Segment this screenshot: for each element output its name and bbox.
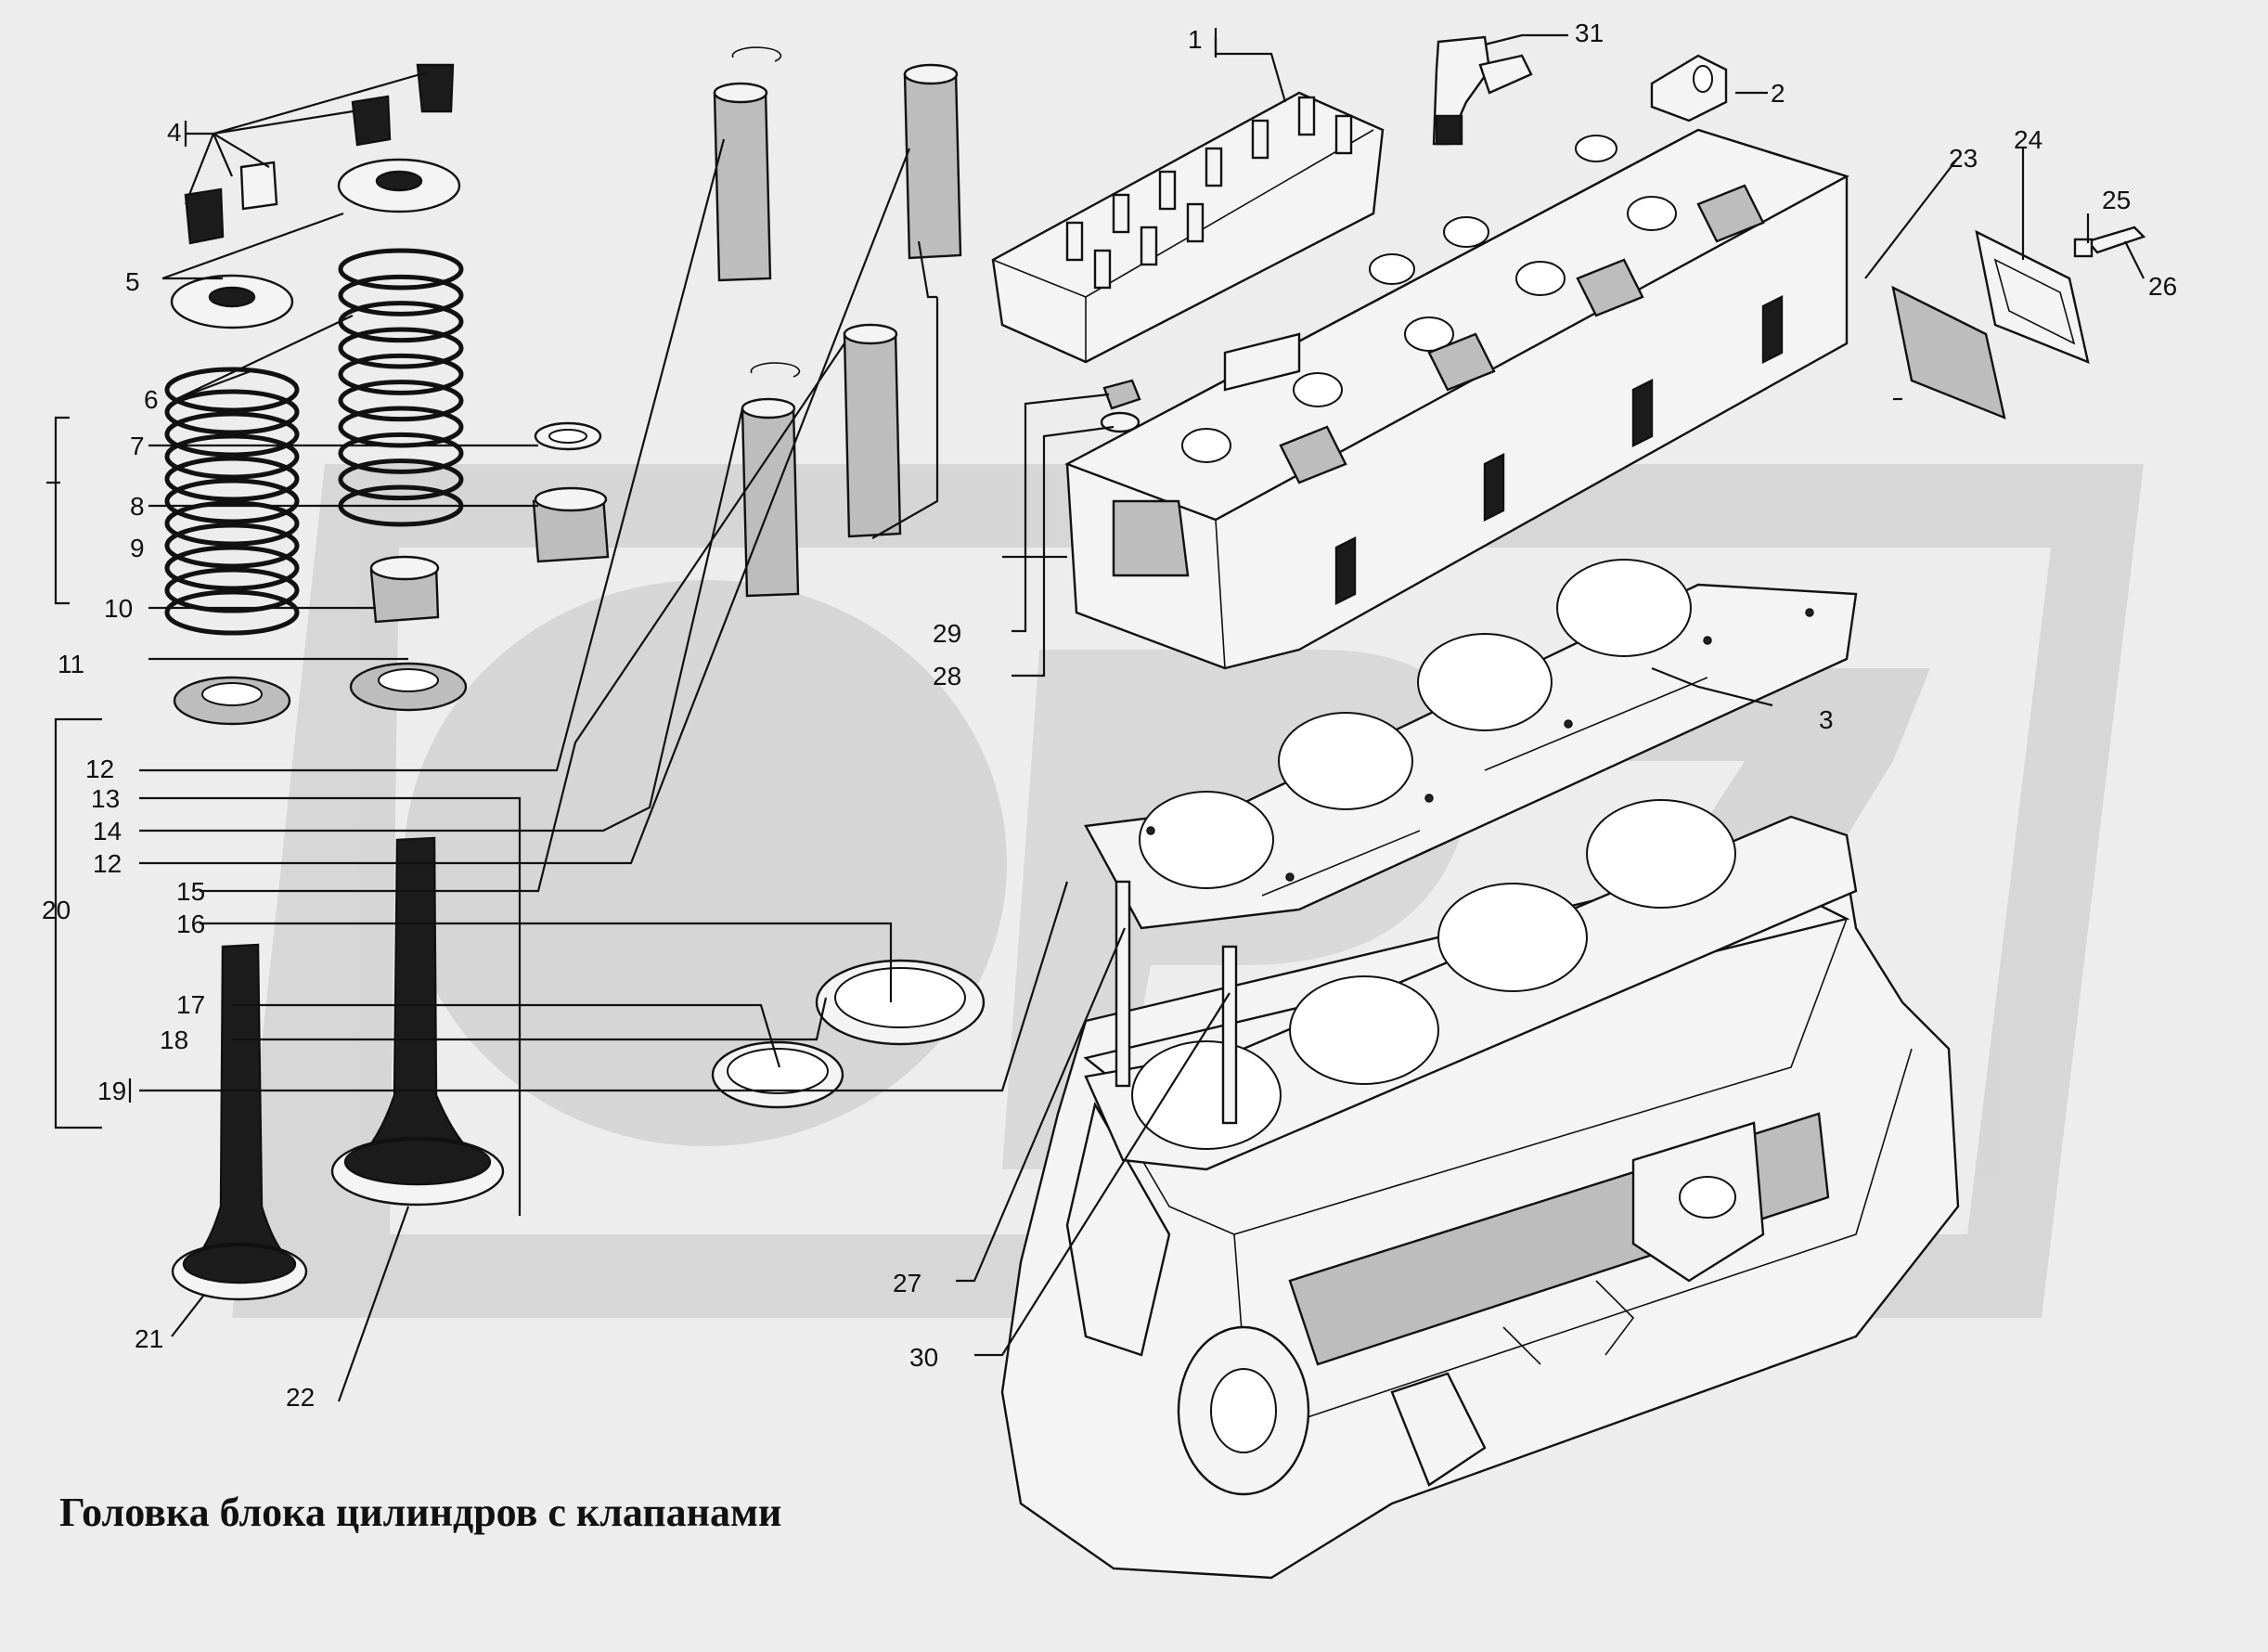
spring-coil [164, 433, 300, 480]
callout-22: 22 [286, 1383, 315, 1412]
callout-23: 23 [1949, 144, 1978, 173]
callout-10: 10 [104, 594, 133, 623]
valve-spring-left [164, 367, 300, 636]
stud-27 [1115, 880, 1131, 1088]
spring-coil [338, 327, 464, 369]
callout-19: 19 [97, 1077, 126, 1105]
valve-guide-2 [903, 63, 962, 260]
spring-coil [338, 353, 464, 395]
callout-29: 29 [933, 619, 961, 648]
callout-8: 8 [130, 492, 145, 521]
head-gasket [1084, 559, 1858, 930]
callouts: 1 2 3 4 5 6 7 8 9 10 11 12 13 14 12 15 1… [42, 19, 2177, 1412]
callout-3: 3 [1819, 705, 1834, 734]
callout-9: 9 [130, 534, 145, 562]
callout-7: 7 [130, 432, 145, 460]
spring-plate-upper [337, 158, 461, 213]
callout-16: 16 [176, 910, 205, 938]
valve-seat-insert-18 [711, 1040, 844, 1109]
water-fitting [1432, 35, 1533, 146]
diagram-caption: Головка блока цилиндров с клапанами [59, 1490, 782, 1535]
spring-washer-7 [534, 421, 602, 451]
valve-spring-right [338, 248, 464, 527]
side-cover-gasket [1891, 285, 2006, 419]
valve-guide-4 [843, 323, 902, 538]
callout-5: 5 [125, 267, 140, 296]
callout-14: 14 [93, 817, 122, 845]
valve-stem-seal-8 [532, 486, 610, 563]
lifting-bracket [1650, 54, 1728, 123]
callout-15: 15 [176, 877, 205, 906]
cylinder-head-assembly-inset [991, 91, 1385, 364]
block-deck [1084, 799, 1858, 1171]
spring-coil [338, 274, 464, 316]
callout-20: 20 [42, 896, 71, 924]
valve-guide-1 [713, 82, 772, 282]
callout-1: 1 [1188, 25, 1203, 54]
callout-18: 18 [160, 1026, 188, 1054]
callout-17: 17 [176, 990, 205, 1019]
spring-coil [164, 589, 300, 636]
spring-seat-right [349, 662, 468, 712]
callout-4: 4 [167, 118, 182, 147]
spring-coil [164, 456, 300, 502]
callout-21: 21 [135, 1324, 163, 1353]
callout-2: 2 [1771, 79, 1785, 108]
callout-31: 31 [1575, 19, 1604, 47]
callout-6: 6 [144, 385, 159, 414]
valve-guide-3 [741, 397, 800, 598]
valve-springs-inset [1065, 96, 1353, 290]
callout-26: 26 [2148, 272, 2177, 301]
side-cover [1975, 229, 2090, 364]
spring-coil [164, 411, 300, 458]
nut-29 [1102, 379, 1141, 410]
cylinder-head [1064, 128, 1850, 670]
callout-25: 25 [2102, 186, 2131, 214]
circlip-2 [750, 362, 801, 378]
bolt-washer [2073, 226, 2146, 258]
spring-coil [338, 248, 464, 290]
callout-13: 13 [91, 784, 120, 813]
callout-12a: 12 [85, 755, 114, 783]
callout-12b: 12 [93, 849, 122, 878]
valve-stem-seal-10 [369, 555, 440, 624]
spring-coil [338, 432, 464, 474]
exhaust-valve [171, 943, 308, 1301]
spring-coil [164, 545, 300, 591]
callout-11: 11 [58, 650, 84, 678]
leader-lines [46, 28, 2145, 1402]
valve-seat-insert-17 [815, 959, 986, 1046]
circlip-1 [731, 46, 782, 62]
spring-seat-left [173, 676, 291, 726]
callout-24: 24 [2014, 125, 2042, 154]
stud-30 [1221, 945, 1238, 1125]
spring-coil [338, 458, 464, 501]
spring-coil [164, 567, 300, 613]
spring-coil [164, 500, 300, 547]
spring-coil [164, 478, 300, 524]
spring-coil [338, 380, 464, 422]
spring-coil [164, 523, 300, 569]
spring-plate-lower [170, 274, 294, 329]
callout-30: 30 [909, 1343, 938, 1372]
spring-coil [164, 389, 300, 435]
spring-coil [164, 367, 300, 413]
callout-28: 28 [933, 662, 961, 690]
callout-27: 27 [893, 1269, 921, 1297]
valve-cotters [184, 63, 455, 245]
